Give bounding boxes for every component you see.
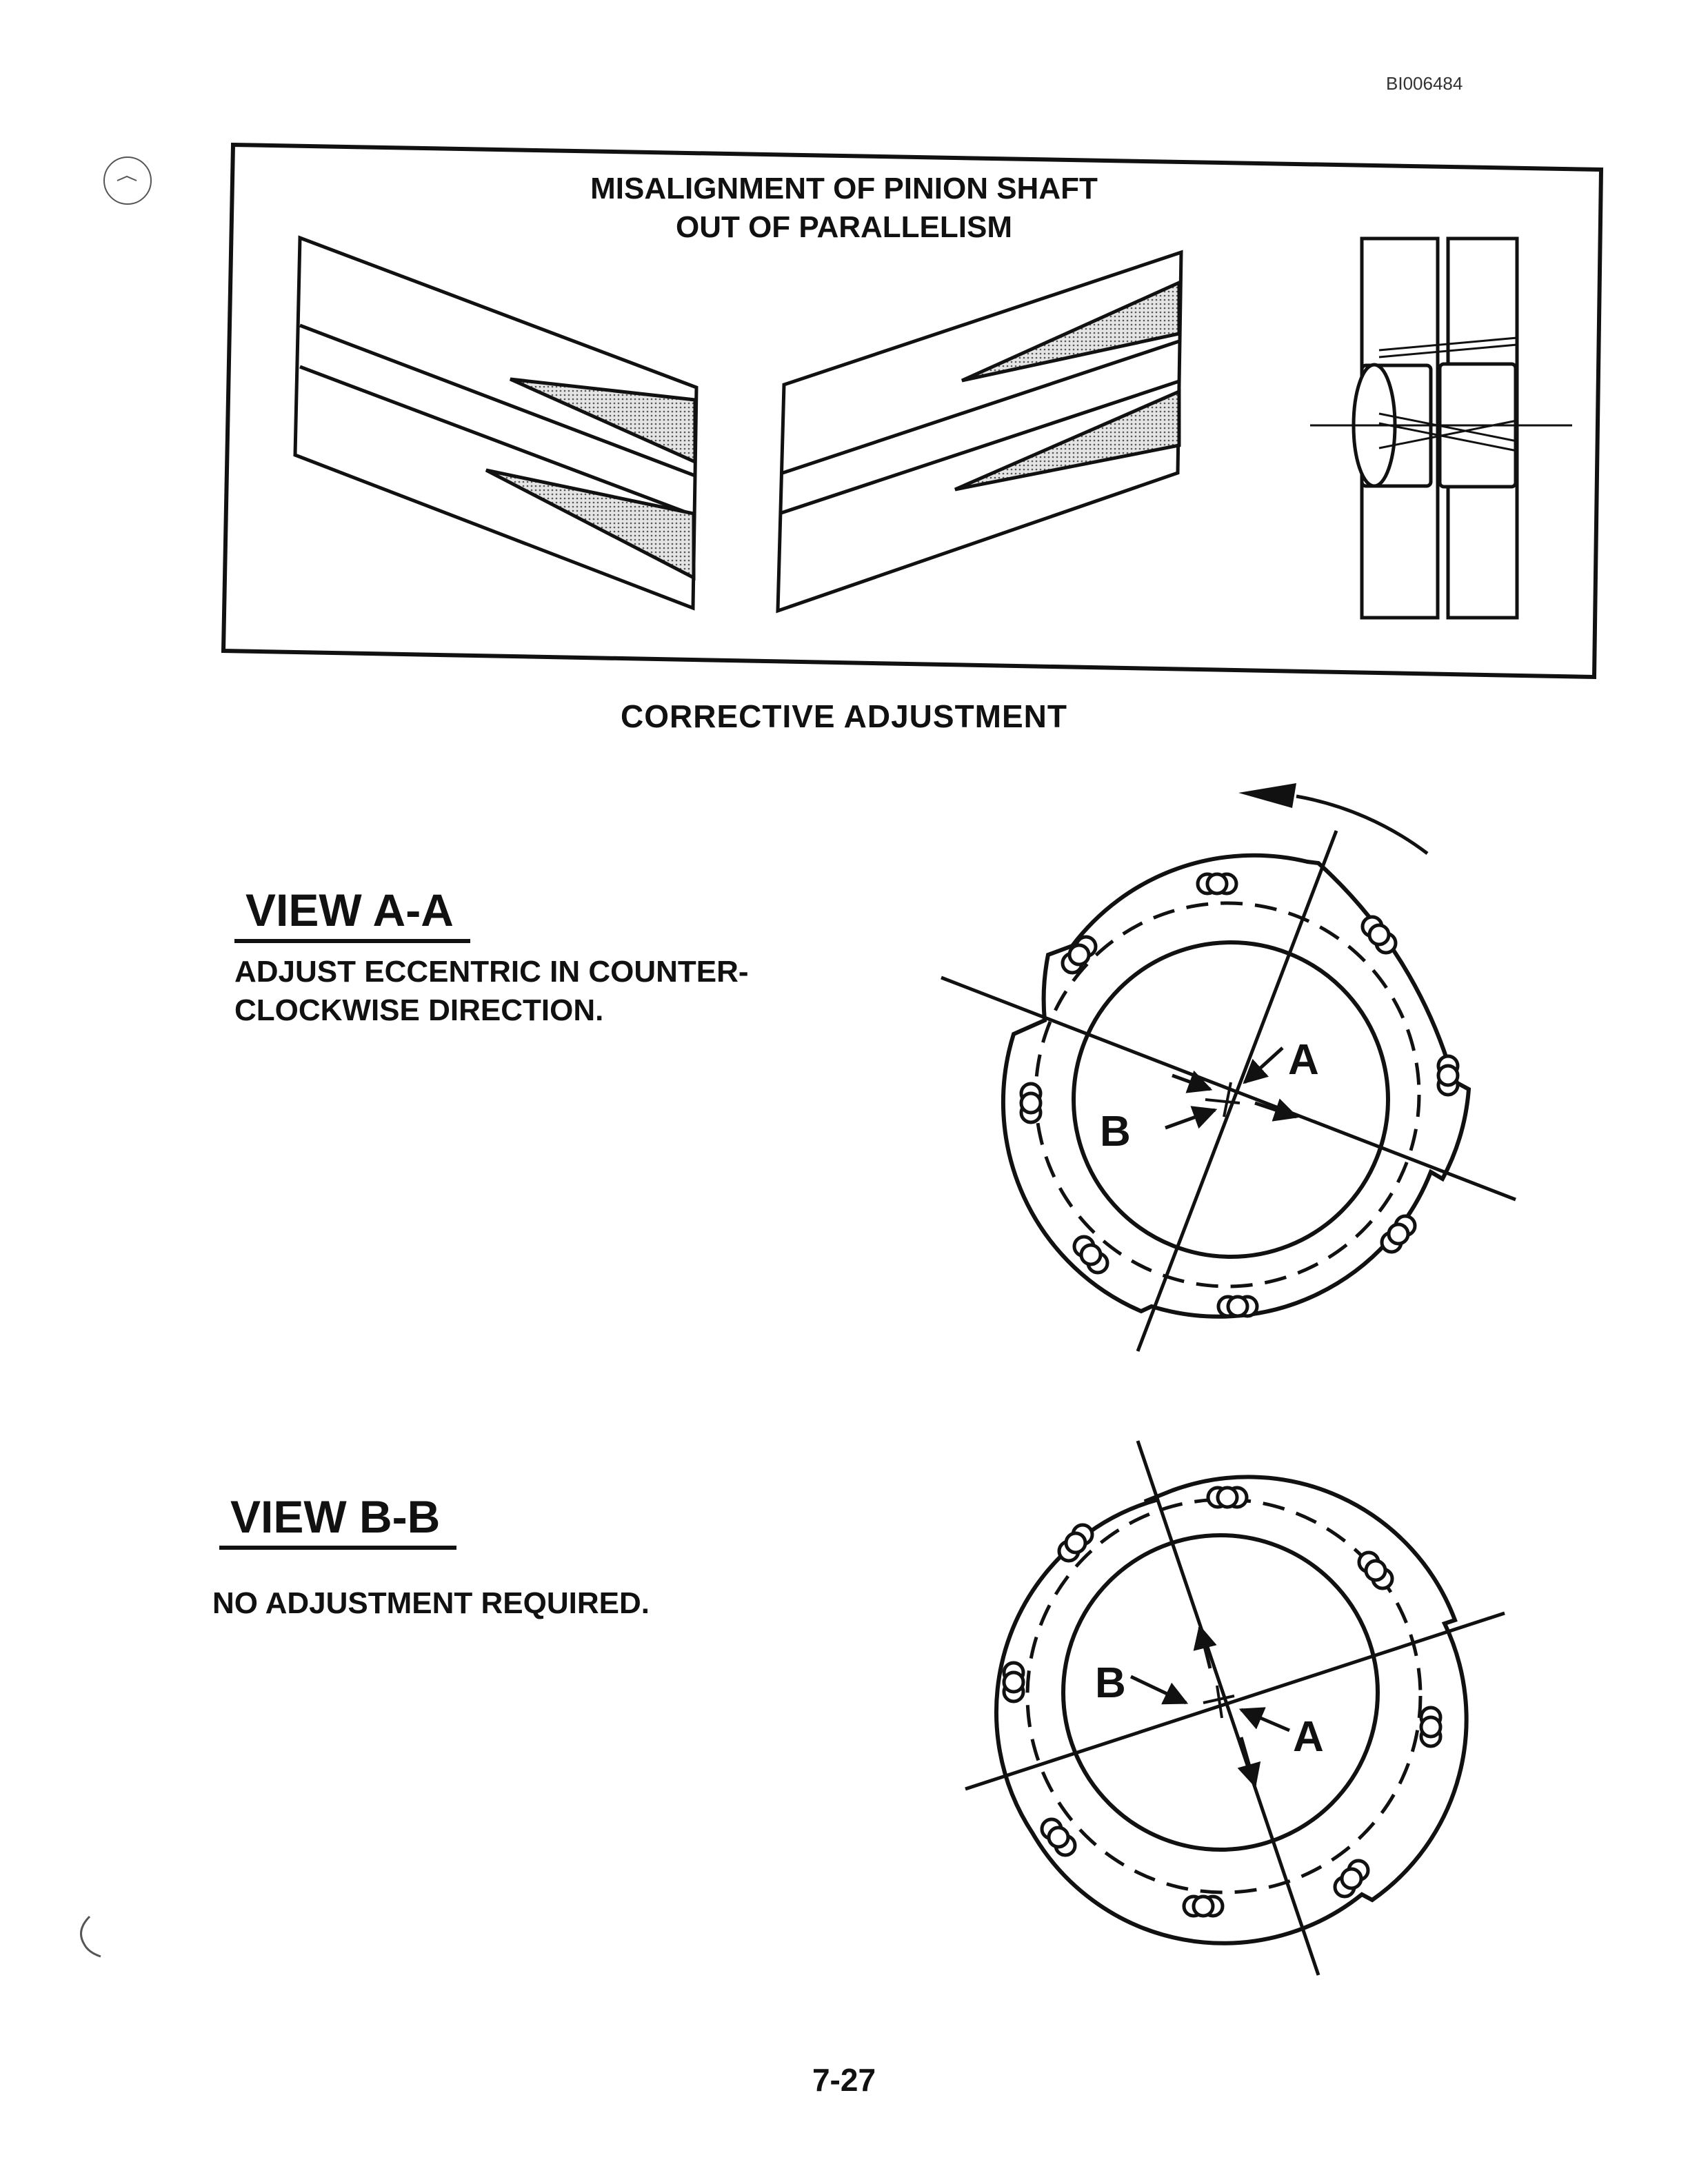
view-a-bolt-holes [1019,872,1460,1318]
view-b-arrow-down [1237,1737,1261,1788]
view-b-bolt-holes [1002,1486,1443,1918]
pinion-side-view-drawing [1310,236,1572,620]
view-b-flange-outline [994,1475,1469,1945]
view-a-label-b: B [1100,1108,1131,1155]
view-b-label-a: A [1293,1713,1324,1761]
margin-scan-mark-top [103,156,152,205]
margin-scan-mark-bottom [80,1915,101,1958]
view-a-note: ADJUST ECCENTRIC IN COUNTER- CLOCKWISE D… [234,955,749,1027]
document-id: BI006484 [1386,73,1463,94]
view-b-arrow-b [1129,1675,1189,1705]
view-a-arrow-a [1243,1046,1284,1084]
view-a-center-cross-v [1223,1082,1232,1118]
left-gear-teeth-drawing [293,235,699,611]
view-a-flange-outline [1001,853,1471,1319]
view-a-heading: VIEW A-A [234,884,470,943]
view-b-axis-1 [1136,1440,1320,1976]
view-a-arrow-right [1254,1098,1299,1122]
misalignment-title-line-2: OUT OF PARALLELISM [675,210,1013,244]
view-b-bolt-circle [1025,1497,1423,1894]
view-b-note: NO ADJUSTMENT REQUIRED. [212,1586,650,1620]
view-b-arrow-a [1238,1707,1290,1732]
view-a-arrow-left [1172,1070,1213,1093]
misalignment-title-line-1: MISALIGNMENT OF PINION SHAFT [590,172,1098,205]
view-b-center-cross-v [1216,1685,1223,1719]
view-a-center-cross-h [1205,1098,1240,1104]
view-a-bore [1072,940,1390,1259]
right-gear-teeth-drawing [776,250,1183,614]
page-number: 7-27 [812,2062,876,2098]
view-b-label-b: B [1095,1659,1126,1707]
view-a-eccentric-drawing [941,783,1516,1352]
view-b-bore [1061,1533,1380,1852]
counterclockwise-arrow-icon [1296,794,1429,855]
corrective-adjustment-heading: CORRECTIVE ADJUSTMENT [621,698,1067,734]
view-b-eccentric-drawing [965,1440,1505,1976]
view-b-heading: VIEW B-B [219,1490,457,1550]
view-b-axis-2 [965,1611,1505,1791]
view-a-label-a: A [1288,1036,1319,1084]
view-b-arrow-up [1193,1624,1217,1669]
view-a-arrow-b [1165,1106,1218,1130]
counterclockwise-arrowhead [1238,783,1296,808]
